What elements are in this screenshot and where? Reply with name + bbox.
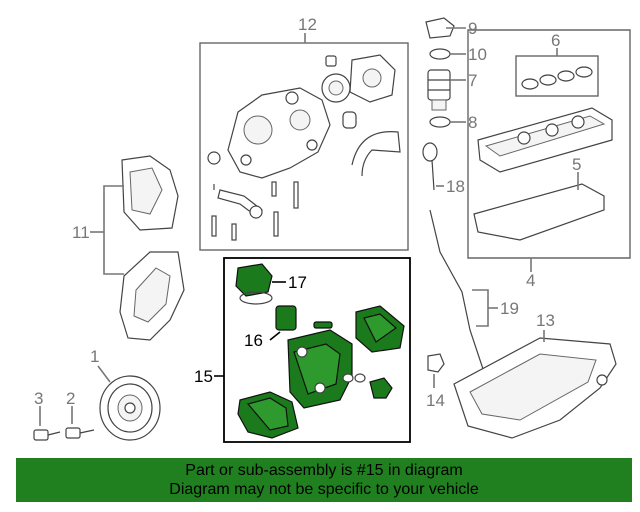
bolt-2-part bbox=[65, 427, 95, 439]
lower-timing-cover-part bbox=[119, 251, 185, 341]
callout-8: 8 bbox=[468, 113, 477, 132]
callout-12: 12 bbox=[298, 15, 317, 34]
timing-cover-part bbox=[227, 87, 331, 179]
bolt-3-part bbox=[33, 429, 61, 441]
banner-line-2: Diagram may not be specific to your vehi… bbox=[169, 481, 479, 498]
callout-3: 3 bbox=[34, 389, 43, 408]
filter-cap-17-part bbox=[235, 263, 273, 305]
oil-pan-part bbox=[453, 337, 617, 439]
callout-15: 15 bbox=[194, 367, 213, 386]
group-box-12 bbox=[199, 42, 409, 251]
dipstick-tube-part bbox=[429, 209, 485, 373]
filter-element-part bbox=[427, 69, 451, 111]
banner-line-1: Part or sub-assembly is #15 in diagram bbox=[185, 462, 463, 479]
housing-seals-part bbox=[342, 373, 366, 383]
callout-19: 19 bbox=[500, 299, 519, 318]
crank-pulley-part bbox=[99, 375, 161, 441]
callout-14: 14 bbox=[426, 391, 445, 410]
parts-diagram: 12 11 1 2 3 9 10 7 8 18 6 5 4 19 13 14 1… bbox=[33, 15, 631, 443]
callout-9: 9 bbox=[468, 19, 477, 38]
drain-plug-part bbox=[427, 353, 445, 373]
cooler-part bbox=[355, 305, 405, 353]
info-banner: Part or sub-assembly is #15 in diagram D… bbox=[16, 458, 632, 502]
oil-cap-part bbox=[425, 17, 455, 39]
dipstick-handle-part bbox=[422, 142, 438, 191]
callout-11: 11 bbox=[72, 223, 90, 242]
pump-plate-part bbox=[349, 54, 396, 103]
callout-1: 1 bbox=[90, 347, 99, 366]
callout-5: 5 bbox=[572, 155, 581, 174]
seal-ring-part bbox=[285, 91, 299, 105]
cap-seal-part bbox=[429, 48, 451, 60]
callout-18: 18 bbox=[446, 177, 465, 196]
washer-part bbox=[207, 151, 221, 165]
group-box-4 bbox=[467, 29, 631, 259]
filter-housing-part bbox=[287, 329, 353, 409]
bolt-part bbox=[271, 181, 277, 197]
small-cap-part bbox=[325, 55, 337, 67]
callout-16: 16 bbox=[244, 331, 263, 350]
gasket-arc-part bbox=[351, 131, 401, 177]
group-box-15 bbox=[223, 257, 411, 443]
callout-10: 10 bbox=[468, 45, 487, 64]
valve-cover-gasket-part bbox=[473, 183, 605, 241]
callout-2: 2 bbox=[66, 389, 75, 408]
upper-timing-cover-part bbox=[121, 155, 179, 231]
filter-16-part bbox=[275, 305, 297, 331]
housing-fitting-part bbox=[369, 377, 393, 399]
valve-cover-seals-part bbox=[521, 66, 593, 90]
sleeve-part bbox=[342, 111, 357, 129]
housing-bolt-part bbox=[313, 321, 333, 329]
housing-shield-part bbox=[237, 391, 299, 439]
valve-cover-part bbox=[477, 107, 613, 173]
callout-6: 6 bbox=[551, 31, 560, 50]
callout-13: 13 bbox=[536, 311, 555, 330]
callout-7: 7 bbox=[468, 71, 477, 90]
filter-seal-part bbox=[429, 116, 451, 128]
callout-4: 4 bbox=[526, 271, 535, 290]
callout-17: 17 bbox=[288, 273, 307, 292]
